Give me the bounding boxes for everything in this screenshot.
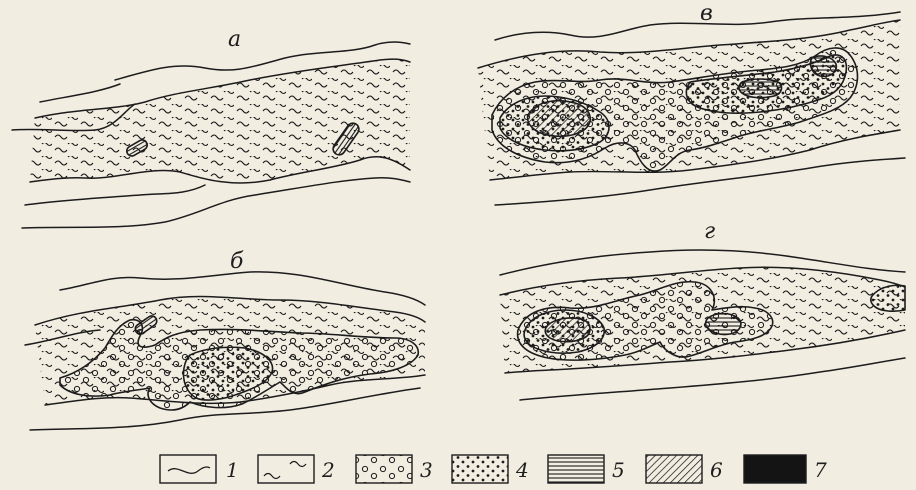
panel-v: в <box>478 1 905 205</box>
diagonal-hatch-lens <box>545 318 590 342</box>
horizontal-lines-lens <box>706 314 741 335</box>
legend-item-3: 3 <box>356 455 433 483</box>
legend-item-1: 1 <box>160 455 239 483</box>
legend-item-6: 6 <box>646 455 723 483</box>
horizontal-lines-lens <box>810 56 836 76</box>
contour-line <box>40 84 120 102</box>
legend-number: 6 <box>710 458 723 482</box>
legend-item-5: 5 <box>548 455 625 483</box>
contour-line <box>22 178 410 228</box>
horizontal-lines-lens <box>739 79 781 98</box>
legend-item-7: 7 <box>744 455 827 483</box>
legend-swatch-solid-black <box>744 455 806 483</box>
diagonal-hatch-lens <box>528 101 591 137</box>
panel-label-b: б <box>230 249 244 274</box>
legend-number: 7 <box>814 458 827 482</box>
legend-swatch-circles <box>356 455 412 483</box>
legend-number: 2 <box>321 458 335 482</box>
legend-swatch-diagonal-hatch <box>646 455 702 483</box>
legend: 1 2 3 4 5 6 7 <box>160 455 827 483</box>
panel-label-g: г <box>704 219 715 244</box>
legend-number: 5 <box>612 458 625 482</box>
panel-label-a: а <box>228 27 241 52</box>
legend-item-2: 2 <box>258 455 335 483</box>
contour-line <box>25 185 205 205</box>
panel-g: г <box>500 219 905 400</box>
legend-swatch-horizontal-lines <box>548 455 604 483</box>
legend-item-4: 4 <box>452 455 529 483</box>
tilde-layer <box>30 59 410 183</box>
panel-label-v: в <box>700 1 713 26</box>
panel-b: б <box>25 249 425 430</box>
legend-number: 4 <box>515 458 529 482</box>
legend-number: 3 <box>420 458 433 482</box>
legend-swatch-wave <box>160 455 216 483</box>
legend-swatch-tilde <box>258 455 314 483</box>
panel-a: а <box>12 27 410 228</box>
legend-number: 1 <box>226 458 239 482</box>
legend-swatch-dots <box>452 455 508 483</box>
